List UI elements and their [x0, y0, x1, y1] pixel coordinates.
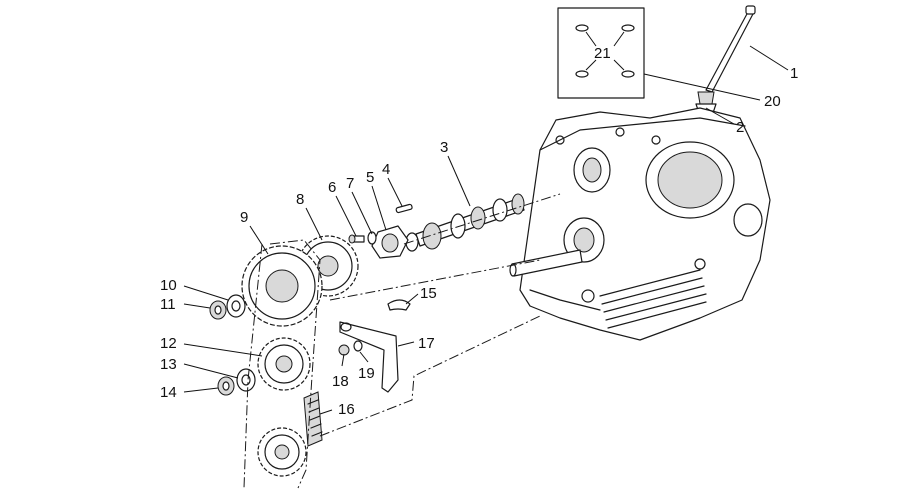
part-label-14: 14	[160, 384, 177, 401]
nut-14	[217, 376, 235, 396]
thrust-plate	[371, 225, 409, 259]
gear-12	[257, 337, 311, 391]
part-label-18: 18	[332, 373, 349, 390]
part-label-17: 17	[418, 335, 435, 352]
part-labels: 1 2 3 4 5 6 7 8 9 10 11 12 13 14 15 16 1…	[160, 45, 798, 418]
part-label-9: 9	[240, 209, 248, 226]
chain-16	[303, 391, 323, 447]
part-label-20: 20	[764, 93, 781, 110]
part-label-11: 11	[160, 296, 176, 313]
dipstick	[695, 5, 756, 117]
part-label-16: 16	[338, 401, 355, 418]
assembly-lines	[243, 193, 561, 489]
part-label-12: 12	[160, 335, 177, 352]
part-label-3: 3	[440, 139, 448, 156]
part-label-19: 19	[358, 365, 375, 382]
part-label-8: 8	[296, 191, 304, 208]
washer-13	[236, 368, 256, 392]
part-label-13: 13	[160, 356, 177, 373]
camshaft	[405, 193, 525, 252]
washer-10	[226, 294, 246, 318]
inset-box-part-21	[557, 7, 645, 99]
washer-7	[367, 231, 377, 245]
key	[395, 203, 413, 214]
crankcase	[519, 107, 771, 341]
lower-sprocket	[257, 427, 307, 477]
washer-19	[353, 340, 363, 352]
screw-6	[348, 234, 365, 244]
screw-18	[338, 344, 350, 356]
part-label-4: 4	[382, 161, 390, 178]
part-label-1: 1	[790, 65, 798, 82]
crankshaft-stub	[509, 249, 583, 277]
part-label-10: 10	[160, 277, 177, 294]
leader-lines	[183, 45, 789, 415]
part-label-21: 21	[594, 45, 611, 62]
gear-9	[241, 245, 323, 327]
chain-tensioner	[339, 321, 399, 393]
part-label-7: 7	[346, 175, 354, 192]
part-label-6: 6	[328, 179, 336, 196]
nut-11	[209, 300, 227, 320]
part-label-5: 5	[366, 169, 374, 186]
part-label-2: 2	[736, 119, 744, 136]
part-label-15: 15	[420, 285, 437, 302]
woodruff-key	[387, 299, 411, 311]
